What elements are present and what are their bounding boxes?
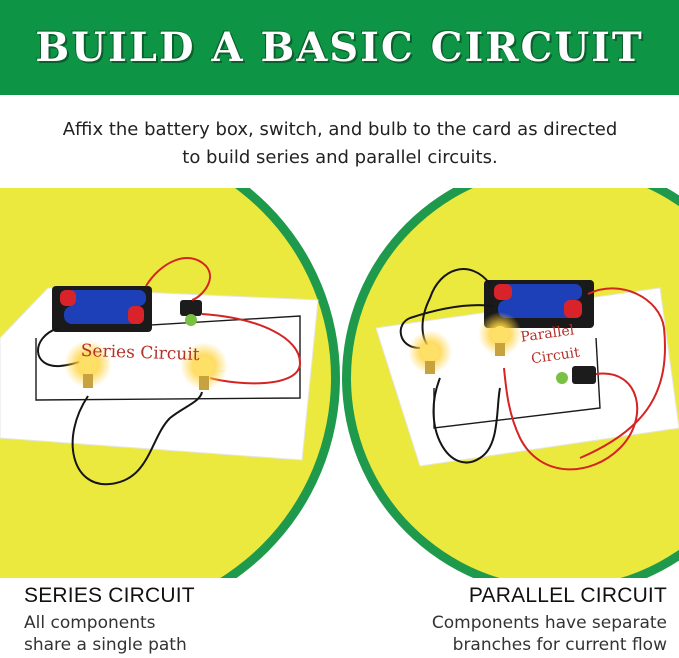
series-card-path bbox=[35, 315, 301, 401]
parallel-panel: Parallel Circuit bbox=[342, 188, 679, 578]
parallel-caption: PARALLEL CIRCUIT Components have separat… bbox=[432, 584, 667, 656]
parallel-title: PARALLEL CIRCUIT bbox=[468, 584, 667, 607]
parallel-switch bbox=[556, 366, 596, 384]
parallel-desc-line-2: branches for current flow bbox=[452, 635, 667, 655]
title-banner: BUILD A BASIC CIRCUIT bbox=[0, 0, 679, 95]
parallel-black-wire-3 bbox=[432, 377, 501, 464]
circuit-illustration: Series Circuit bbox=[0, 188, 679, 578]
series-bulb-right bbox=[180, 342, 228, 390]
series-title: SERIES CIRCUIT bbox=[24, 584, 195, 607]
intro-line-1: Affix the battery box, switch, and bulb … bbox=[62, 119, 618, 140]
series-desc-line-2: share a single path bbox=[24, 635, 187, 655]
page-title: BUILD A BASIC CIRCUIT bbox=[35, 24, 644, 71]
intro-line-2: to build series and parallel circuits. bbox=[182, 147, 498, 168]
parallel-black-wire-2 bbox=[399, 304, 495, 349]
series-battery-box bbox=[52, 286, 152, 332]
parallel-card-label-1: Parallel bbox=[520, 322, 576, 345]
series-desc-line-1: All components bbox=[24, 613, 156, 633]
intro-text: Affix the battery box, switch, and bulb … bbox=[40, 116, 640, 172]
series-black-wire-2 bbox=[71, 391, 203, 486]
series-bulb-left bbox=[64, 340, 112, 388]
series-red-wire-2 bbox=[201, 313, 302, 385]
series-card-label: Series Circuit bbox=[80, 341, 200, 365]
parallel-card-label-2: Circuit bbox=[530, 345, 581, 368]
series-caption: SERIES CIRCUIT All components share a si… bbox=[24, 584, 195, 656]
parallel-red-wire bbox=[579, 287, 666, 459]
parallel-red-wire-2 bbox=[503, 367, 639, 471]
series-red-wire bbox=[145, 257, 211, 301]
parallel-bulb-right bbox=[478, 312, 522, 356]
series-panel: Series Circuit bbox=[0, 188, 340, 578]
parallel-bulb-left bbox=[408, 330, 452, 374]
parallel-desc-line-1: Components have separate bbox=[431, 613, 667, 633]
series-switch bbox=[180, 300, 202, 326]
